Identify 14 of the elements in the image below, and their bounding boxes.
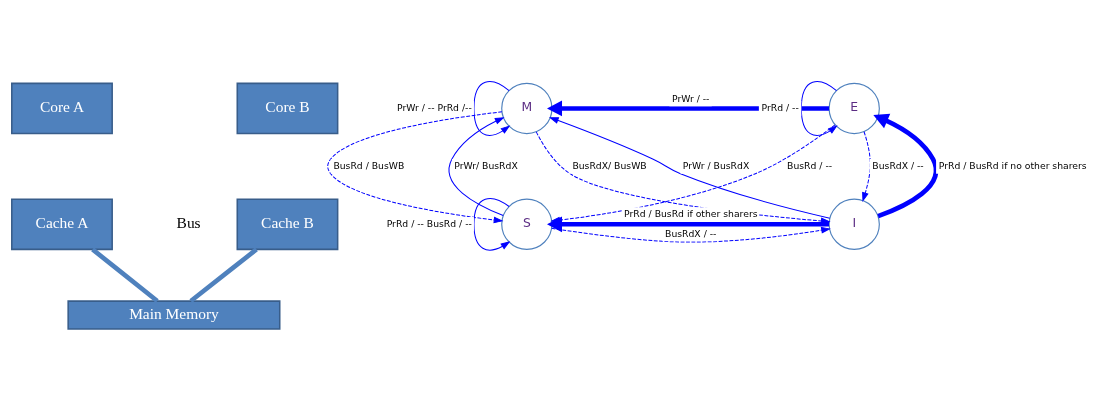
edge-label: PrWr/ BusRdX (454, 160, 518, 172)
edge-label: BusRdX/ BusWB (572, 160, 647, 172)
edge-label: BusRdX / -- (872, 160, 924, 172)
edge-label: PrRd / BusRd if no other sharers (938, 160, 1087, 172)
edge-label: BusRd / -- (787, 160, 833, 172)
edge-label: BusRd / BusWB (333, 160, 405, 172)
edge-label: PrWr / BusRdX (682, 160, 750, 172)
edge-label: PrRd / -- (761, 102, 799, 114)
edge-label: PrRd / -- BusRd / -- (386, 218, 472, 230)
edge-label: PrRd / BusRd if other sharers (624, 208, 758, 220)
edge-label: BusRdX / -- (665, 227, 717, 239)
edge-label: PrWr / -- (672, 92, 710, 104)
label: Bus (176, 214, 201, 232)
edge-label: PrWr / -- PrRd /-- (397, 102, 472, 114)
